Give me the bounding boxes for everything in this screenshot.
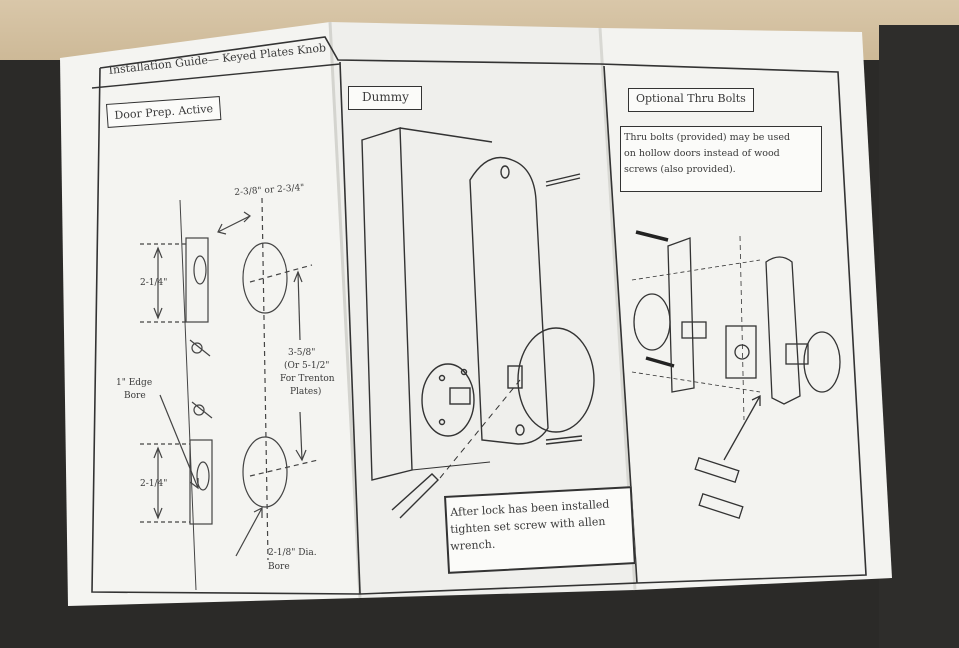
dark-cloth: [879, 25, 959, 648]
spacing-label-4: Plates): [290, 387, 322, 397]
dummy-title-box: [348, 86, 422, 110]
paper-panel-left: [60, 22, 360, 606]
bottom-height-dimension: 2-1/4": [140, 479, 168, 489]
guide-frame: [91, 36, 867, 595]
thru-bolts-note-line-3: screws (also provided).: [624, 164, 736, 175]
edge-bore-label-2: Bore: [124, 391, 146, 401]
paper-panel-middle: [330, 22, 635, 598]
spacing-label-1: 3-5/8": [288, 348, 316, 358]
dia-bore-label-1: 2-1/8" Dia.: [268, 548, 317, 558]
thru-bolts-note-line-2: on hollow doors instead of wood: [624, 148, 780, 159]
allen-note-line-3: wrench.: [450, 537, 496, 553]
dummy-title: Dummy: [362, 90, 409, 104]
dummy-diagram: [361, 127, 595, 519]
thru-bolts-title: Optional Thru Bolts: [636, 92, 746, 105]
spacing-label-3: For Trenton: [280, 374, 335, 384]
top-height-dimension: 2-1/4": [140, 278, 168, 288]
thru-bolts-note-box: [620, 126, 822, 192]
thru-bolts-title-box: [628, 88, 754, 112]
thru-bolts-diagram: [631, 230, 841, 520]
dia-bore-label-2: Bore: [268, 562, 290, 572]
paper-panel-right: [600, 28, 892, 590]
thru-bolts-note-line-1: Thru bolts (provided) may be used: [624, 132, 791, 143]
edge-bore-label-1: 1" Edge: [116, 378, 153, 388]
spacing-label-2: (Or 5-1/2": [284, 361, 330, 371]
door-prep-diagram: [140, 197, 319, 591]
